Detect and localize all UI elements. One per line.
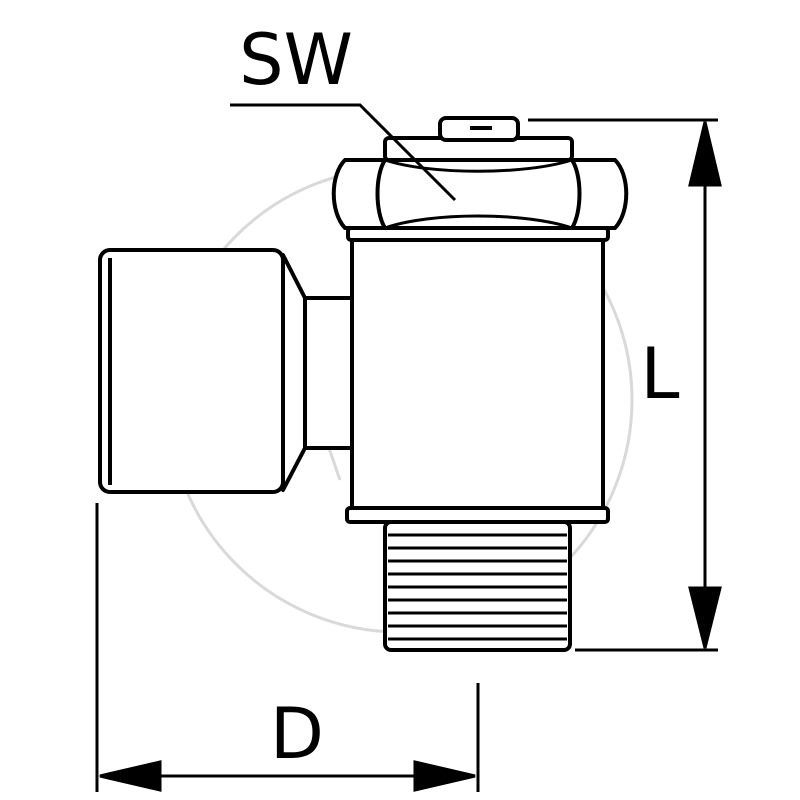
arrow-down-icon	[688, 586, 722, 649]
arrow-left-icon	[99, 760, 162, 792]
lower-ring	[345, 506, 610, 524]
length-dimension	[528, 118, 722, 652]
nozzle-cone	[281, 253, 307, 492]
hex-nut	[331, 158, 629, 230]
l-label: L	[641, 333, 680, 415]
arrow-up-icon	[688, 121, 722, 187]
sw-label: SW	[239, 19, 353, 101]
sw-callout	[230, 103, 457, 202]
nozzle-cap	[98, 248, 285, 494]
d-label: D	[270, 693, 324, 775]
diameter-dimension	[95, 503, 480, 792]
thread	[383, 520, 572, 652]
arrow-right-icon	[413, 760, 476, 792]
valve-body	[350, 238, 605, 510]
